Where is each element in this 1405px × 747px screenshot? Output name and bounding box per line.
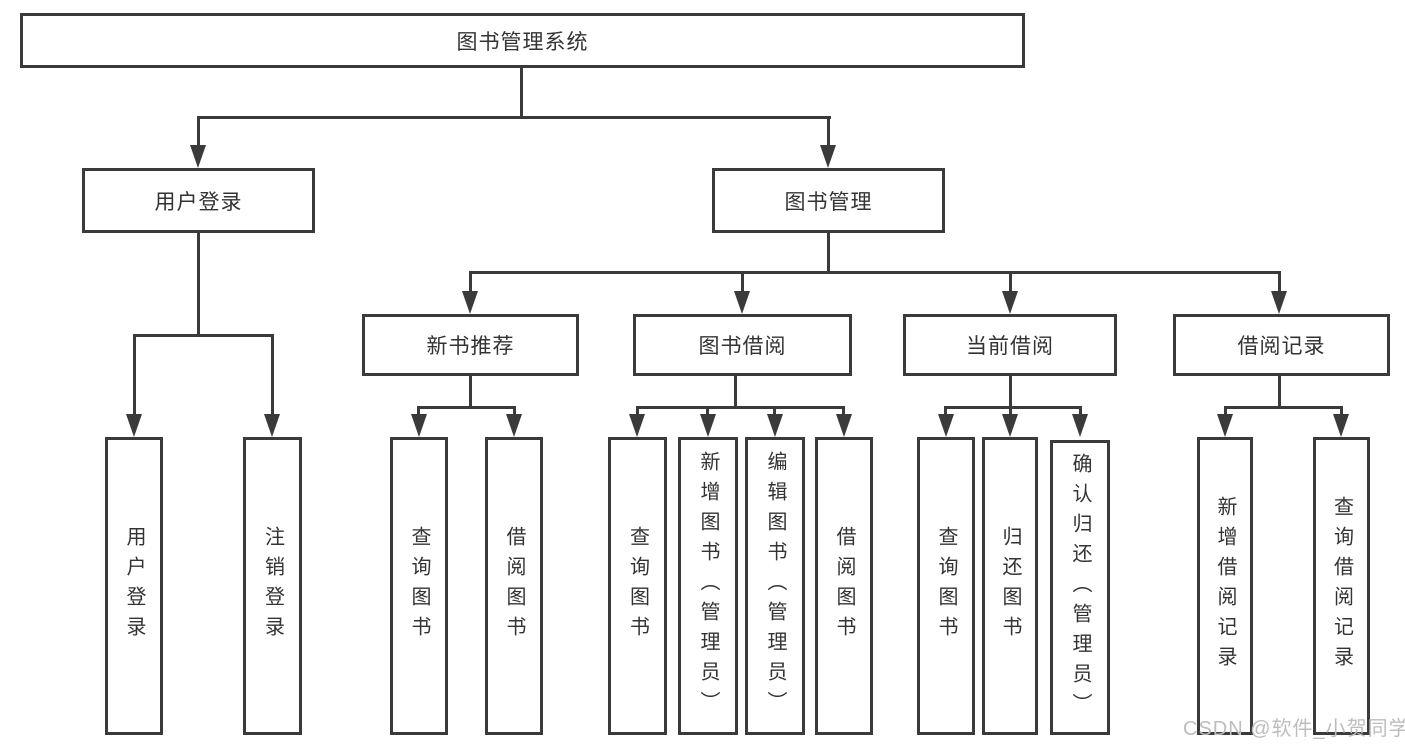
leaf-user-login: 用户登录 bbox=[105, 437, 163, 735]
connector-line bbox=[1224, 406, 1227, 415]
node-label: 图书管理 bbox=[784, 190, 873, 214]
node-current-borrowing: 当前借阅 bbox=[903, 314, 1117, 376]
node-label: 图书借阅 bbox=[698, 335, 787, 358]
leaf-label: 注销登录 bbox=[261, 526, 284, 646]
leaf-borrow-books: 借阅图书 bbox=[815, 437, 873, 735]
connector-line bbox=[469, 271, 472, 292]
node-label: 新书推荐 bbox=[426, 335, 515, 358]
leaf-label: 借阅图书 bbox=[833, 526, 855, 646]
arrow-down-icon bbox=[820, 145, 836, 168]
connector-line bbox=[1079, 406, 1082, 415]
leaf-label: 用户登录 bbox=[123, 526, 145, 646]
leaf-query-books-current: 查询图书 bbox=[917, 437, 975, 735]
node-new-book-recommend: 新书推荐 bbox=[362, 314, 579, 376]
arrow-down-icon bbox=[1072, 414, 1088, 437]
connector-line bbox=[773, 406, 776, 415]
arrow-down-icon bbox=[767, 414, 783, 437]
connector-line bbox=[197, 233, 200, 337]
connector-line bbox=[1278, 271, 1281, 292]
connector-line bbox=[133, 334, 136, 414]
connector-line bbox=[417, 406, 516, 409]
connector-line bbox=[1009, 406, 1012, 415]
connector-line bbox=[417, 406, 420, 415]
connector-line bbox=[133, 334, 274, 337]
connector-line bbox=[197, 116, 200, 147]
arrow-down-icon bbox=[1333, 414, 1349, 437]
arrow-down-icon bbox=[126, 414, 142, 437]
csdn-watermark: CSDN @软件_小贺同学 bbox=[1183, 718, 1405, 740]
connector-line bbox=[842, 406, 845, 415]
leaf-label: 归还图书 bbox=[999, 526, 1021, 646]
node-borrow-records: 借阅记录 bbox=[1173, 314, 1390, 376]
node-book-borrowing: 图书借阅 bbox=[633, 314, 852, 376]
connector-line bbox=[741, 271, 744, 292]
arrow-down-icon bbox=[411, 414, 427, 437]
arrow-down-icon bbox=[938, 414, 954, 437]
node-label: 当前借阅 bbox=[966, 335, 1054, 358]
connector-line bbox=[1009, 376, 1012, 408]
node-user-login: 用户登录 bbox=[82, 168, 315, 233]
connector-line bbox=[944, 406, 1082, 409]
leaf-confirm-return-admin: 确认归还（管理员） bbox=[1050, 440, 1110, 735]
leaf-label: 查询图书 bbox=[935, 526, 957, 646]
leaf-label: 查询借阅记录 bbox=[1330, 496, 1353, 676]
leaf-label: 新增借阅记录 bbox=[1214, 496, 1236, 676]
arrow-down-icon bbox=[1271, 291, 1287, 314]
connector-line bbox=[1009, 271, 1012, 292]
leaf-query-books-borrowing: 查询图书 bbox=[608, 437, 667, 735]
leaf-label: 确认归还（管理员） bbox=[1069, 452, 1091, 723]
connector-line bbox=[1340, 406, 1343, 415]
connector-line bbox=[271, 334, 274, 414]
leaf-label: 查询图书 bbox=[408, 526, 430, 646]
leaf-borrow-books-recommend: 借阅图书 bbox=[485, 437, 543, 735]
leaf-edit-book-admin: 编辑图书（管理员） bbox=[745, 437, 805, 735]
connector-line bbox=[469, 376, 472, 408]
connector-line bbox=[827, 116, 830, 147]
arrow-down-icon bbox=[190, 145, 206, 168]
connector-line bbox=[944, 406, 947, 415]
arrow-down-icon bbox=[1002, 291, 1018, 314]
leaf-label: 借阅图书 bbox=[503, 526, 525, 646]
leaf-label: 查询图书 bbox=[626, 526, 649, 646]
connector-line bbox=[636, 406, 639, 415]
arrow-down-icon bbox=[1002, 414, 1018, 437]
arrow-down-icon bbox=[1217, 414, 1233, 437]
leaf-label: 编辑图书（管理员） bbox=[764, 451, 786, 721]
connector-line bbox=[734, 376, 737, 408]
leaf-label: 新增图书（管理员） bbox=[697, 451, 719, 721]
connector-line bbox=[636, 406, 845, 409]
node-label: 图书管理系统 bbox=[456, 30, 589, 54]
arrow-down-icon bbox=[629, 414, 645, 437]
connector-line bbox=[469, 271, 1281, 274]
connector-line bbox=[827, 233, 830, 274]
leaf-add-book-admin: 新增图书（管理员） bbox=[678, 437, 738, 735]
connector-line bbox=[197, 116, 831, 119]
arrow-down-icon bbox=[264, 414, 280, 437]
connector-line bbox=[520, 68, 523, 118]
arrow-down-icon bbox=[700, 414, 716, 437]
leaf-add-borrow-record: 新增借阅记录 bbox=[1197, 437, 1253, 735]
node-book-management: 图书管理 bbox=[712, 168, 945, 233]
connector-line bbox=[513, 406, 516, 415]
connector-line bbox=[1278, 376, 1281, 408]
leaf-return-book: 归还图书 bbox=[982, 437, 1038, 735]
arrow-down-icon bbox=[734, 291, 750, 314]
node-label: 借阅记录 bbox=[1237, 335, 1326, 358]
arrow-down-icon bbox=[506, 414, 522, 437]
connector-line bbox=[706, 406, 709, 415]
leaf-query-borrow-record: 查询借阅记录 bbox=[1313, 437, 1370, 735]
arrow-down-icon bbox=[462, 291, 478, 314]
connector-line bbox=[1224, 406, 1343, 409]
arrow-down-icon bbox=[836, 414, 852, 437]
node-label: 用户登录 bbox=[154, 190, 243, 214]
leaf-logout: 注销登录 bbox=[243, 437, 302, 735]
node-library-system: 图书管理系统 bbox=[20, 13, 1025, 68]
leaf-query-books-recommend: 查询图书 bbox=[390, 437, 448, 735]
